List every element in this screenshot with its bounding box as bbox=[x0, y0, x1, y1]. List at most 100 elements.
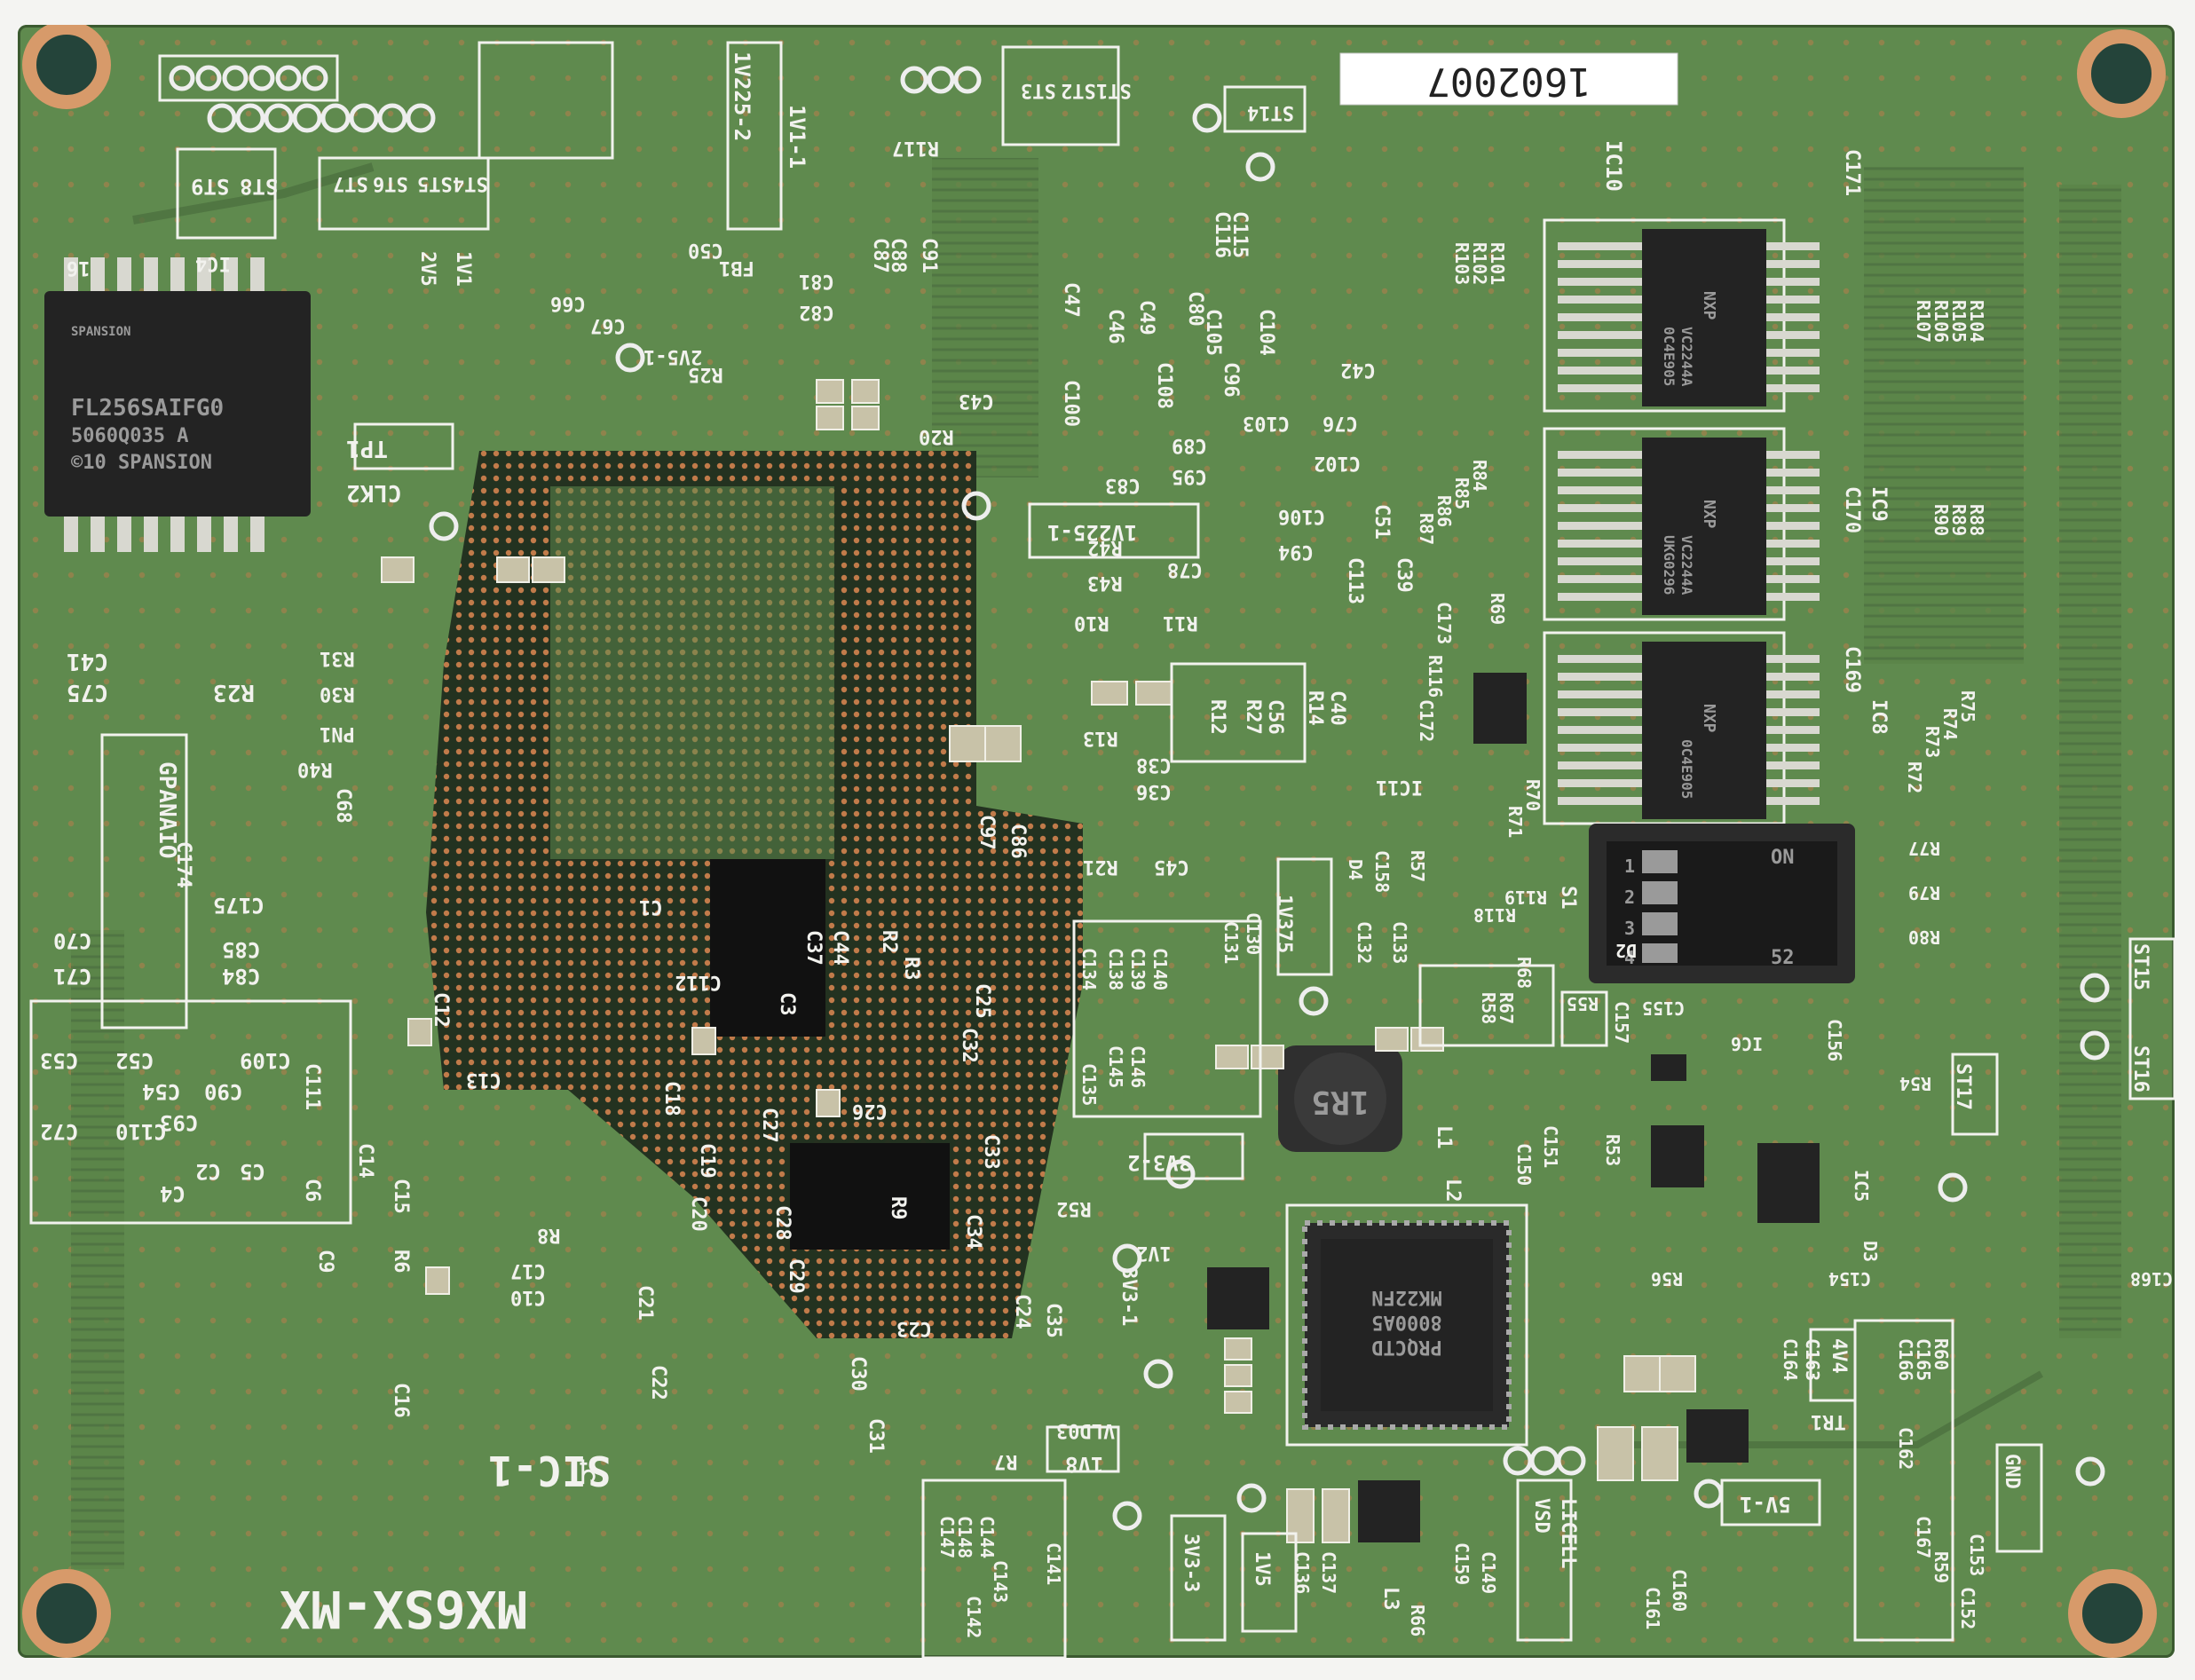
ref-c130: C130 bbox=[1243, 912, 1264, 955]
ref-c90: C90 bbox=[204, 1079, 242, 1104]
silkscreen-right: IC10 C171 R101 R102 R103 R104 R105 R106 … bbox=[1345, 140, 2173, 1583]
ref-r69: R69 bbox=[1487, 593, 1508, 625]
ref-r25: R25 bbox=[688, 363, 723, 385]
ref-c154: C154 bbox=[1828, 1268, 1871, 1290]
ref-c149: C149 bbox=[1478, 1551, 1499, 1594]
ref-r80: R80 bbox=[1908, 927, 1940, 948]
ref-1v225-1: 1V225-1 bbox=[1047, 520, 1137, 545]
ref-r10: R10 bbox=[1074, 611, 1109, 634]
ref-c14: C14 bbox=[354, 1143, 376, 1179]
ref-c31: C31 bbox=[865, 1418, 887, 1454]
ref-r119: R119 bbox=[1504, 887, 1547, 908]
mcu-lot: PRQCTD bbox=[1371, 1336, 1441, 1358]
ref-d4: D4 bbox=[1345, 859, 1366, 880]
ref-c26: C26 bbox=[852, 1100, 888, 1122]
ref-2v5-1: 2V5-1 bbox=[643, 345, 702, 367]
passive-pads bbox=[381, 379, 1696, 1543]
ref-c34: C34 bbox=[962, 1214, 984, 1250]
ref-c111: C111 bbox=[301, 1063, 323, 1110]
ref-c6: C6 bbox=[301, 1179, 323, 1203]
ref-r105: R105 bbox=[1948, 300, 1970, 343]
ref-c10: C10 bbox=[510, 1286, 546, 1308]
mounting-holes bbox=[22, 25, 2166, 1658]
ref-r67: R67 bbox=[1496, 992, 1517, 1024]
ref-pn1: PN1 bbox=[320, 722, 355, 745]
ref-r104: R104 bbox=[1966, 300, 1987, 343]
ref-c109: C109 bbox=[240, 1048, 291, 1073]
ref-c35: C35 bbox=[1042, 1303, 1064, 1338]
ref-c140: C140 bbox=[1149, 948, 1171, 990]
ref-clk2: CLK2 bbox=[346, 479, 402, 506]
ref-c115: C115 bbox=[1228, 211, 1251, 258]
ref-r57: R57 bbox=[1407, 850, 1428, 882]
ref-c137: C137 bbox=[1318, 1551, 1339, 1594]
ref-3v3-3: 3V3-3 bbox=[1180, 1534, 1202, 1592]
ref-r75: R75 bbox=[1957, 690, 1978, 722]
ref-1v1-1: 1V1-1 bbox=[785, 105, 809, 169]
ref-c9: C9 bbox=[314, 1250, 336, 1274]
silkscreen-bottom: 1V375 C130 C131 C132 C133 C134 C135 C138… bbox=[936, 895, 1987, 1638]
product-name: MX6SX-MX bbox=[280, 1579, 527, 1639]
ref-c15: C15 bbox=[390, 1179, 412, 1214]
ref-d3: D3 bbox=[1859, 1241, 1881, 1262]
ref-st14: ST14 bbox=[1247, 101, 1294, 123]
ref-1v225-2: 1V225-2 bbox=[730, 51, 754, 141]
ref-c139: C139 bbox=[1127, 948, 1149, 990]
ref-c138: C138 bbox=[1105, 948, 1126, 990]
ref-c36: C36 bbox=[1136, 780, 1172, 802]
ref-r116: R116 bbox=[1425, 655, 1446, 698]
ref-ic4: IC4 bbox=[195, 252, 231, 274]
ref-r72: R72 bbox=[1904, 761, 1925, 793]
ref-r60: R60 bbox=[1930, 1338, 1952, 1370]
ref-c156: C156 bbox=[1824, 1019, 1845, 1061]
ref-c97: C97 bbox=[975, 815, 998, 850]
ref-c93: C93 bbox=[160, 1110, 198, 1135]
ref-s1: S1 bbox=[1557, 886, 1579, 910]
ref-c66: C66 bbox=[550, 292, 586, 314]
ref-c81: C81 bbox=[799, 270, 834, 292]
mcu-code: 8000A5 bbox=[1371, 1311, 1441, 1333]
ref-r102: R102 bbox=[1469, 242, 1490, 285]
ref-st1: ST1 bbox=[1096, 79, 1132, 101]
ref-c25: C25 bbox=[971, 983, 993, 1019]
flash-chip: SPANSION FL256SAIFG0 5060Q035 A ©10 SPAN… bbox=[44, 257, 311, 552]
ref-r43: R43 bbox=[1087, 572, 1123, 594]
ref-r30: R30 bbox=[320, 682, 355, 705]
ref-c47: C47 bbox=[1060, 282, 1082, 318]
ref-c152: C152 bbox=[1957, 1587, 1978, 1629]
ref-r106: R106 bbox=[1930, 300, 1952, 343]
mcu-chip: MK22FN 8000A5 PRQCTD bbox=[1285, 1203, 1528, 1447]
ref-c44: C44 bbox=[829, 930, 851, 966]
serial-label-text: 1602007 bbox=[1426, 59, 1591, 104]
ref-st4: ST4 bbox=[453, 172, 488, 194]
ref-c168: C168 bbox=[2130, 1268, 2173, 1290]
ref-c22: C22 bbox=[647, 1365, 669, 1400]
ref-r55: R55 bbox=[1567, 993, 1599, 1014]
ref-c148: C148 bbox=[954, 1516, 975, 1558]
ref-c175: C175 bbox=[213, 893, 265, 918]
ref-st16: ST16 bbox=[2129, 1045, 2152, 1092]
dip-num-4: 4 bbox=[1624, 947, 1635, 968]
ref-c135: C135 bbox=[1078, 1063, 1100, 1106]
buffer-mid-brand: NXP bbox=[1700, 500, 1718, 529]
ref-c91: C91 bbox=[918, 238, 940, 273]
ref-c30: C30 bbox=[847, 1356, 869, 1392]
ref-c165: C165 bbox=[1913, 1338, 1934, 1381]
ref-r101: R101 bbox=[1487, 242, 1508, 285]
ref-c106: C106 bbox=[1278, 505, 1325, 527]
ref-vsd: VSD bbox=[1530, 1498, 1552, 1534]
silkscreen-left: ST9 ST8 IC4 16 TP1 CLK2 C41 C75 R23 GPAN… bbox=[40, 174, 412, 1418]
ref-c4: C4 bbox=[160, 1181, 186, 1206]
ref-r31: R31 bbox=[320, 647, 355, 669]
ref-c170: C170 bbox=[1841, 486, 1863, 533]
ref-c52: C52 bbox=[115, 1048, 154, 1073]
ref-r79: R79 bbox=[1908, 882, 1940, 903]
ref-r6: R6 bbox=[390, 1250, 412, 1274]
ref-c163: C163 bbox=[1802, 1338, 1823, 1381]
ref-r59: R59 bbox=[1930, 1551, 1952, 1583]
ref-c33: C33 bbox=[980, 1134, 1002, 1170]
ref-r21: R21 bbox=[1083, 856, 1118, 878]
ref-c172: C172 bbox=[1416, 699, 1437, 742]
ref-1v375: 1V375 bbox=[1273, 895, 1295, 953]
